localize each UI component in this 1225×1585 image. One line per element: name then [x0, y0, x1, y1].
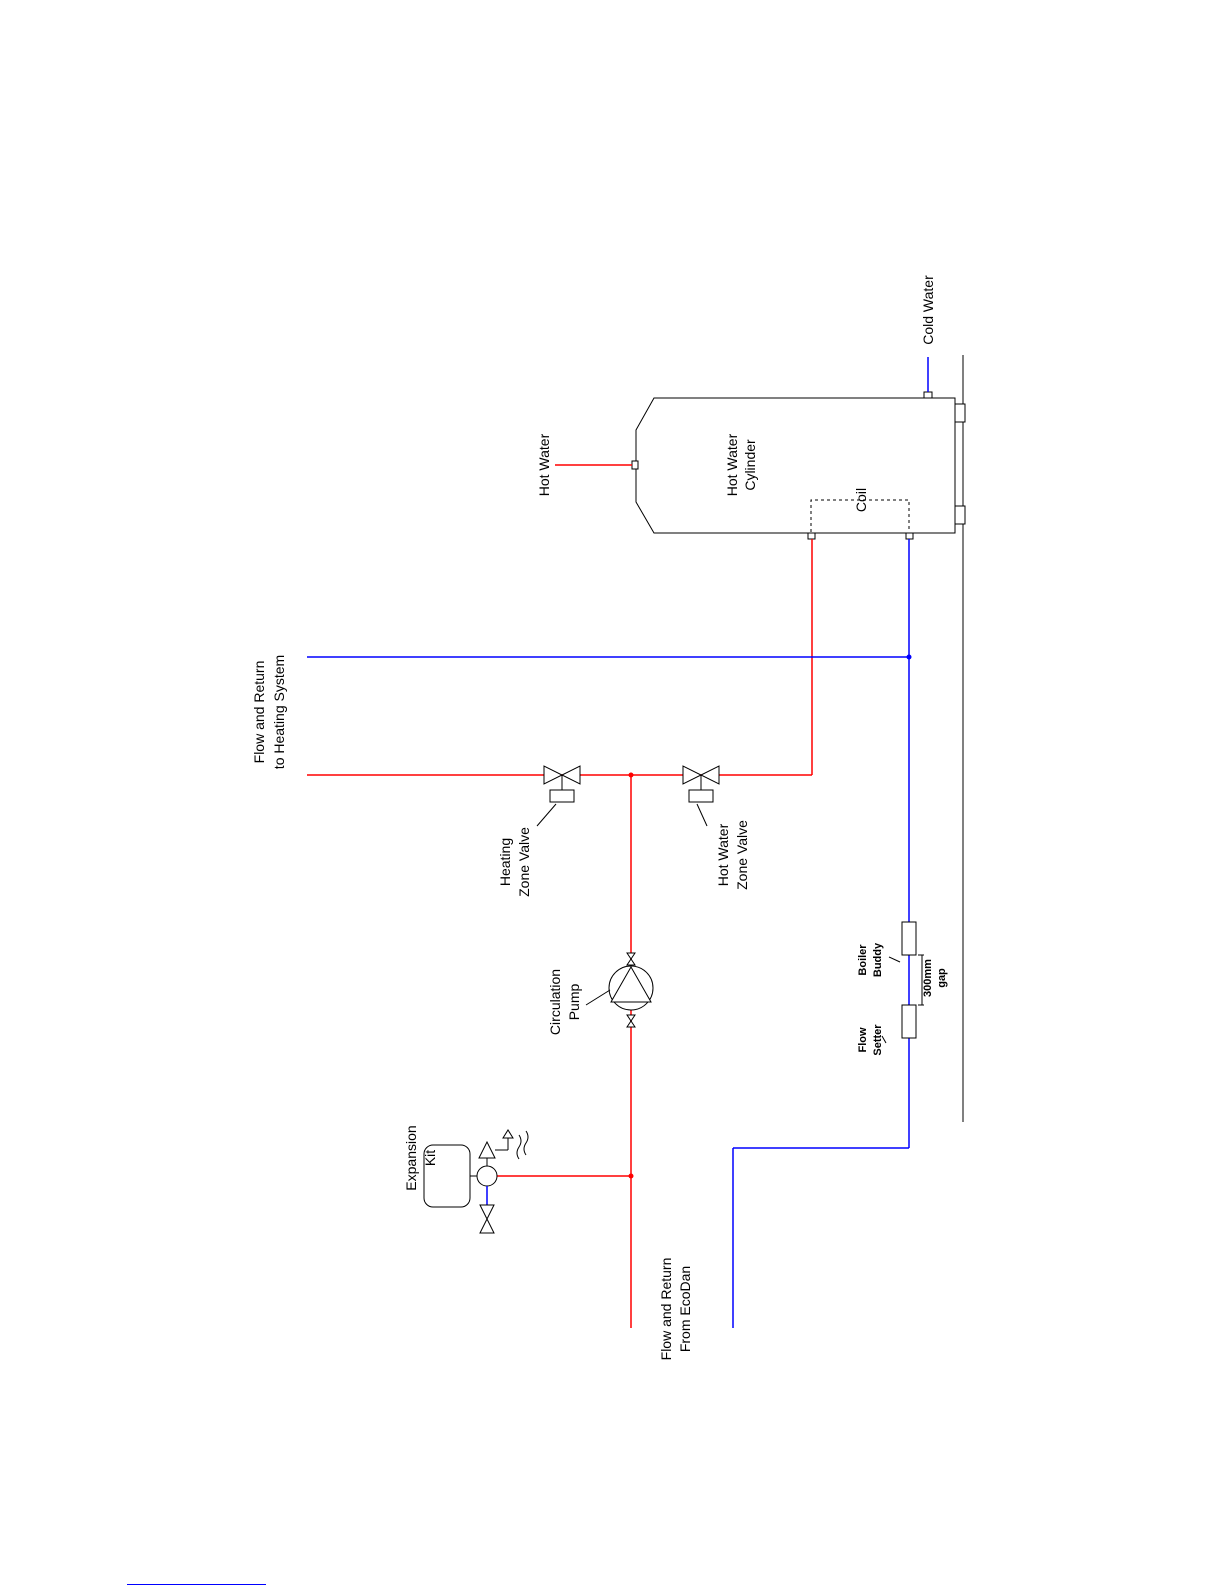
in-line-device-icon	[882, 922, 924, 1043]
label-boiler-buddy-line2: Buddy	[872, 942, 884, 977]
label-cylinder-line2: Cylinder	[742, 439, 758, 491]
label-circulation-pump-line2: Pump	[566, 984, 582, 1021]
label-heating-zone-valve-line1: Heating	[497, 838, 513, 886]
label-gap-line1: 300mm	[922, 959, 934, 997]
cold-water-inlet	[924, 392, 932, 398]
pipework	[307, 357, 928, 1328]
label-flow-setter-line1: Flow	[857, 1027, 869, 1052]
pipe-junction	[629, 1174, 634, 1179]
pipe-junction	[629, 773, 634, 778]
cylinder-foot	[955, 404, 965, 422]
hot-water-cylinder	[632, 392, 965, 539]
zone-valve-icon	[683, 766, 719, 826]
pipe-junction	[907, 655, 912, 660]
relief-valve-icon	[479, 1130, 528, 1166]
label-heating-system-line2: to Heating System	[271, 655, 287, 769]
label-boiler-buddy-line1: Boiler	[857, 944, 869, 976]
label-heating-system-line1: Flow and Return	[251, 661, 267, 764]
leader-line	[537, 804, 556, 826]
coil-flow-connection	[808, 533, 815, 539]
label-heating-zone-valve-line2: Zone Valve	[516, 827, 532, 897]
label-flow-setter-line2: Setter	[872, 1024, 884, 1056]
label-cylinder-line1: Hot Water	[724, 433, 740, 496]
label-gap-line2: gap	[936, 968, 948, 988]
label-circulation-pump-line1: Circulation	[547, 969, 563, 1035]
label-expansion-kit-line2: Kit	[422, 1150, 438, 1166]
label-hot-water-zone-valve-line2: Zone Valve	[734, 820, 750, 890]
label-ecodan-line2: From EcoDan	[677, 1266, 693, 1352]
circulation-pump-icon	[586, 953, 653, 1027]
boiler-buddy	[902, 922, 916, 955]
hot-water-outlet	[632, 461, 638, 469]
leader-line	[889, 957, 900, 962]
isolation-valve-icon	[480, 1186, 494, 1233]
label-hot-water-zone-valve-line1: Hot Water	[715, 823, 731, 886]
flow-setter	[902, 1005, 916, 1038]
leader-line	[697, 804, 707, 826]
label-ecodan-line1: Flow and Return	[658, 1258, 674, 1361]
label-cold-water: Cold Water	[920, 275, 936, 345]
coil-return-connection	[906, 533, 913, 539]
label-hot-water: Hot Water	[536, 433, 552, 496]
labels: Hot Water Cold Water Hot Water Cylinder …	[251, 275, 948, 1360]
leader-line	[586, 990, 610, 1005]
label-coil: Coil	[853, 488, 869, 512]
cylinder-foot	[955, 506, 965, 524]
label-expansion-kit-line1: Expansion	[403, 1125, 419, 1190]
